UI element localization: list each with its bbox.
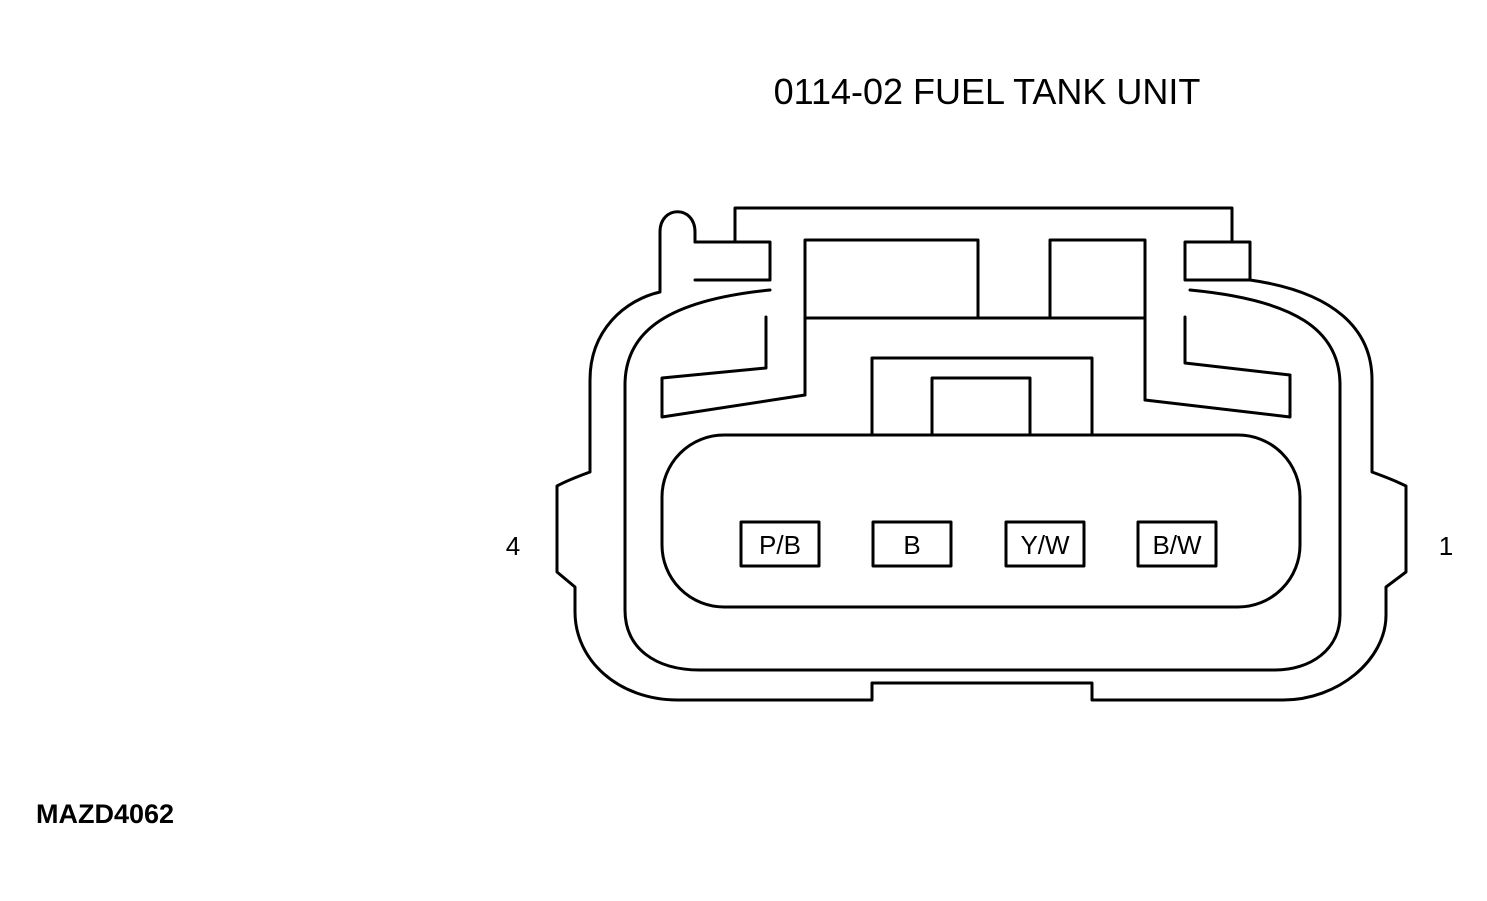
polarity-key-inner	[930, 376, 1032, 437]
terminal-label: P/B	[759, 530, 801, 560]
right-wing-tab	[1143, 315, 1292, 419]
terminal-label: B/W	[1152, 530, 1202, 560]
terminal-label: B	[903, 530, 920, 560]
pin-number-left: 4	[506, 531, 520, 561]
terminal-group: P/B B Y/W B/W	[739, 520, 1218, 568]
key-channel	[803, 238, 1147, 402]
polarity-key	[870, 356, 1094, 437]
outer-shell	[555, 206, 1408, 702]
diagram-title: 0114-02 FUEL TANK UNIT	[774, 71, 1201, 112]
terminal-box	[1136, 520, 1218, 568]
terminal-label: Y/W	[1020, 530, 1070, 560]
pin-number-right: 1	[1439, 531, 1453, 561]
terminal-box	[739, 520, 821, 568]
top-latch-right-peg	[1183, 240, 1252, 282]
inner-rim	[623, 288, 1342, 672]
terminal-4: B/W	[1136, 520, 1218, 568]
terminal-2: B	[871, 520, 953, 568]
terminal-box	[1004, 520, 1086, 568]
figure-code: MAZD4062	[36, 799, 174, 829]
terminal-3: Y/W	[1004, 520, 1086, 568]
connector-housing	[555, 206, 1408, 702]
top-latch	[693, 240, 772, 282]
terminal-box	[871, 520, 953, 568]
terminal-1: P/B	[739, 520, 821, 568]
terminal-cavity	[660, 433, 1302, 609]
left-wing-tab	[660, 315, 807, 419]
